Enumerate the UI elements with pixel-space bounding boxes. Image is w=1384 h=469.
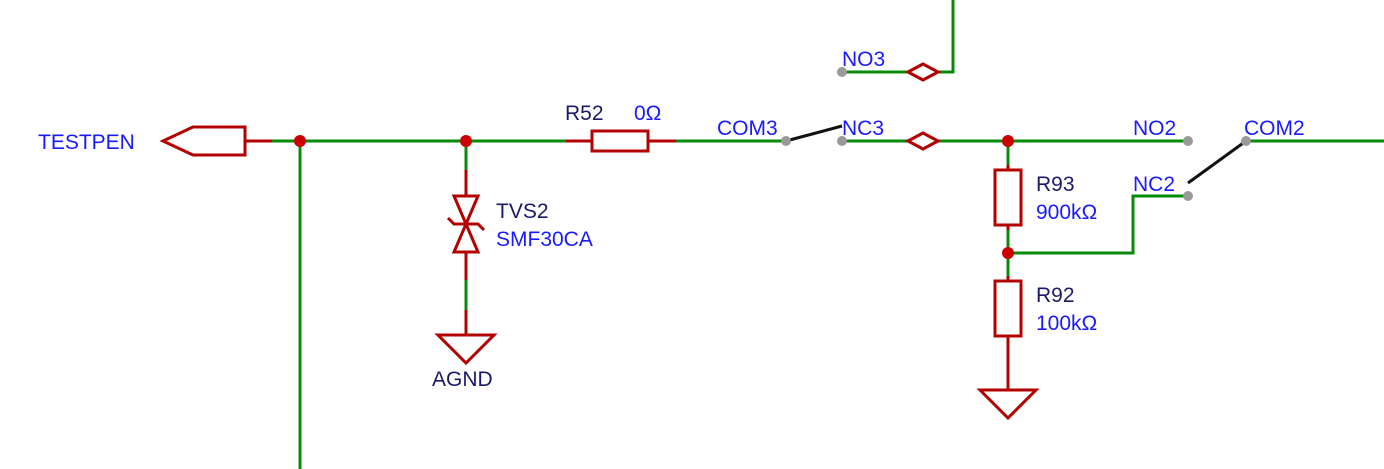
port-arrow-icon xyxy=(159,125,247,157)
switch3-contact-arm xyxy=(785,124,843,143)
pin-nc3[interactable] xyxy=(837,136,847,146)
junction-tvs2[interactable] xyxy=(460,135,472,147)
resistor-r93[interactable]: R93 900kΩ xyxy=(993,165,1097,230)
r93-ref: R93 xyxy=(1036,173,1075,196)
r52-value: 0Ω xyxy=(634,102,661,125)
tvs2-lower-triangle xyxy=(451,220,481,254)
testpen-label: TESTPEN xyxy=(38,131,135,154)
diamond-connector-nc3[interactable] xyxy=(904,131,942,151)
nc2-label: NC2 xyxy=(1133,173,1175,196)
agnd-ground[interactable]: AGND xyxy=(432,310,498,391)
junctions xyxy=(294,135,1014,259)
nc3-label: NC3 xyxy=(842,117,884,140)
r52-body xyxy=(590,129,650,153)
r93-value: 900kΩ xyxy=(1036,201,1097,224)
wires xyxy=(272,0,1384,469)
pin-nc2[interactable] xyxy=(1183,191,1193,201)
ground-icon-r92[interactable] xyxy=(976,388,1040,421)
switch2-contact-arm xyxy=(1187,139,1247,185)
r92-body xyxy=(993,279,1023,338)
pin-com3[interactable] xyxy=(781,136,791,146)
tvs2-value: SMF30CA xyxy=(496,228,593,251)
com2-label: COM2 xyxy=(1244,117,1305,140)
wire-no3-riser[interactable] xyxy=(938,0,955,74)
r52-ref: R52 xyxy=(565,102,604,125)
switch-2[interactable]: NO2 COM2 NC2 xyxy=(1133,117,1305,196)
tvs2-bar xyxy=(446,216,486,232)
tvs-diode-tvs2[interactable]: TVS2 SMF30CA xyxy=(446,170,593,280)
junction-r93-top[interactable] xyxy=(1002,135,1014,147)
pin-com2[interactable] xyxy=(1241,136,1251,146)
r92-value: 100kΩ xyxy=(1036,312,1097,335)
pin-no3[interactable] xyxy=(837,67,847,77)
junction-divider[interactable] xyxy=(1002,247,1014,259)
r92-ref: R92 xyxy=(1036,284,1075,307)
testpen-port[interactable]: TESTPEN xyxy=(38,125,272,157)
tvs2-ref: TVS2 xyxy=(496,200,549,223)
diamond-connector-no3[interactable] xyxy=(904,62,942,82)
no3-label: NO3 xyxy=(842,48,885,71)
junction-testpen[interactable] xyxy=(294,135,306,147)
resistor-r52[interactable]: R52 0Ω xyxy=(565,102,676,153)
tvs2-upper-triangle xyxy=(451,194,481,228)
switch-3[interactable]: NO3 COM3 NC3 xyxy=(717,48,885,143)
pins xyxy=(781,67,1251,201)
no2-label: NO2 xyxy=(1133,117,1176,140)
ground-icon xyxy=(434,333,498,366)
wire-divider-to-nc2[interactable] xyxy=(1008,194,1188,255)
com3-label: COM3 xyxy=(717,117,778,140)
pin-no2[interactable] xyxy=(1183,136,1193,146)
resistor-r92[interactable]: R92 100kΩ xyxy=(993,276,1097,390)
agnd-label: AGND xyxy=(432,368,493,391)
r93-body xyxy=(993,168,1023,227)
